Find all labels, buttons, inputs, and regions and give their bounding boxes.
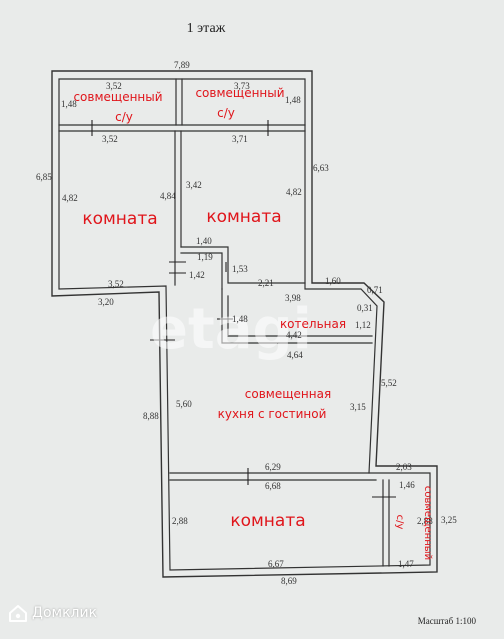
dim-label: 1,60 <box>325 276 341 286</box>
room-label-room-2: комната <box>206 207 281 227</box>
dim-label: 4,82 <box>62 193 78 203</box>
dim-label: 1,12 <box>355 320 371 330</box>
dim-label: 3,52 <box>102 134 118 144</box>
dim-label: 3,25 <box>441 515 457 525</box>
dim-label: 6,68 <box>265 481 281 491</box>
dim-label: 5,52 <box>381 378 397 388</box>
dim-label: 0,71 <box>367 285 383 295</box>
dimension-labels: 7,89 3,52 3,73 1,48 1,48 3,52 3,71 6,85 … <box>36 60 457 586</box>
dim-label: 1,48 <box>61 99 77 109</box>
dim-label: 3,42 <box>186 180 202 190</box>
dim-label: 4,42 <box>286 330 302 340</box>
dim-label: 1,19 <box>197 252 213 262</box>
dim-label: 4,64 <box>287 350 303 360</box>
dim-label: 1,48 <box>232 314 248 324</box>
dim-label: 1,40 <box>196 236 212 246</box>
room-label-bath-2-sub: с/у <box>217 106 235 120</box>
dim-label: 3,73 <box>234 81 250 91</box>
outer-wall-outer <box>51 70 438 578</box>
walls <box>51 70 438 578</box>
dim-label: 4,84 <box>160 191 176 201</box>
dim-label: 6,85 <box>36 172 52 182</box>
dim-label: 3,71 <box>232 134 248 144</box>
room-label-bath-3-sub: с/у <box>394 515 405 530</box>
dim-label: 7,89 <box>174 60 190 70</box>
brand-name: Домклик <box>32 605 98 621</box>
dim-label: 1,47 <box>398 559 414 569</box>
brand-logo: Домклик <box>8 603 97 623</box>
dim-label: 6,63 <box>313 163 329 173</box>
room-label-room-3: комната <box>230 511 305 531</box>
room-label-bath-3: совмещенный <box>422 486 433 560</box>
dim-label: 3,52 <box>108 279 124 289</box>
dim-label: 4,82 <box>286 187 302 197</box>
boiler-wall-b <box>227 295 373 337</box>
floor-title: 1 этаж <box>187 21 226 36</box>
dim-label: 3,52 <box>106 81 122 91</box>
dim-label: 3,98 <box>285 293 301 303</box>
doors <box>91 120 396 498</box>
dim-label: 8,69 <box>281 576 297 586</box>
dim-label: 3,20 <box>98 297 114 307</box>
corridor-wall-2 <box>180 252 223 290</box>
dim-label: 0,31 <box>357 303 373 313</box>
dim-label: 8,88 <box>143 411 159 421</box>
scale-label: Масштаб 1:100 <box>418 616 477 626</box>
boiler-wall-a <box>221 288 373 344</box>
dim-label: 1,42 <box>189 270 205 280</box>
watermark: etagi <box>150 297 312 362</box>
corridor-wall <box>180 246 306 284</box>
room-labels: совмещенный с/у совмещенный с/у комната … <box>73 86 433 560</box>
room-label-bath-1-sub: с/у <box>115 110 133 124</box>
room-label-kitchen-sub: кухня с гостиной <box>218 407 327 421</box>
dim-label: 5,60 <box>176 399 192 409</box>
dim-label: 1,53 <box>232 264 248 274</box>
dim-label: 2,88 <box>172 516 188 526</box>
dim-label: 2,21 <box>258 278 274 288</box>
dim-label: 2,88 <box>417 516 433 526</box>
dim-label: 3,15 <box>350 402 366 412</box>
room-label-bath-2: совмещенный <box>195 86 284 100</box>
dim-label: 6,67 <box>268 559 284 569</box>
house-icon <box>9 605 27 622</box>
dim-label: 2,03 <box>396 462 412 472</box>
room-label-room-1: комната <box>82 209 157 229</box>
dim-label: 6,29 <box>265 462 281 472</box>
room-label-kitchen: совмещенная <box>245 387 331 401</box>
room-label-bath-1: совмещенный <box>73 90 162 104</box>
room-label-boiler: котельная <box>280 317 346 331</box>
dim-label: 1,46 <box>399 480 415 490</box>
outer-wall-inner <box>58 78 431 571</box>
dim-label: 1,48 <box>285 95 301 105</box>
